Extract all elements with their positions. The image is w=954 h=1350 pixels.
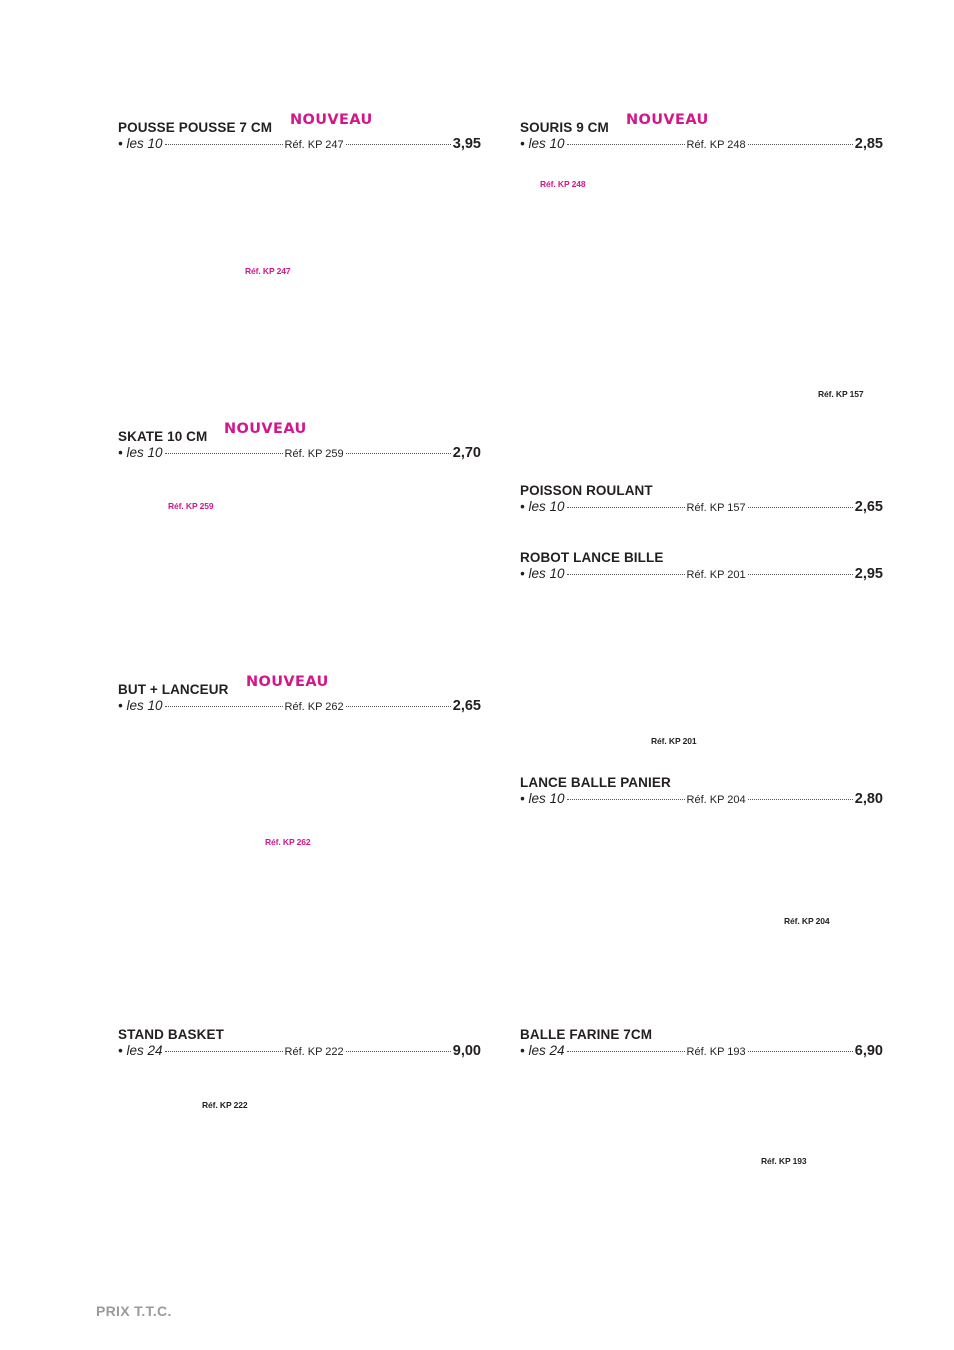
image-ref-kp193: Réf. KP 193 (761, 1156, 807, 1166)
product-pousse-pousse: POUSSE POUSSE 7 CM NOUVEAU • les 10 Réf.… (118, 112, 481, 153)
leader-dots (747, 799, 853, 800)
leader-dots (566, 1051, 685, 1052)
product-title: STAND BASKET (118, 1027, 224, 1042)
price-line: • les 10 Réf. KP 204 2,80 (520, 791, 883, 808)
quantity: • les 10 (118, 698, 163, 713)
leader-dots (164, 453, 283, 454)
price-line: • les 24 Réf. KP 222 9,00 (118, 1043, 481, 1060)
reference: Réf. KP 201 (686, 569, 746, 581)
product-title: SKATE 10 CM (118, 429, 208, 444)
reference: Réf. KP 222 (284, 1046, 344, 1058)
leader-dots (345, 706, 451, 707)
leader-dots (566, 799, 685, 800)
price: 2,95 (854, 566, 883, 582)
product-title: LANCE BALLE PANIER (520, 775, 671, 790)
price-line: • les 10 Réf. KP 248 2,85 (520, 136, 883, 153)
product-robot-lance-bille: ROBOT LANCE BILLE • les 10 Réf. KP 201 2… (520, 550, 883, 583)
quantity: • les 10 (118, 136, 163, 151)
image-ref-kp262: Réf. KP 262 (265, 837, 311, 847)
price: 2,85 (854, 136, 883, 152)
price-line: • les 10 Réf. KP 262 2,65 (118, 698, 481, 715)
product-title: SOURIS 9 CM (520, 120, 609, 135)
leader-dots (747, 507, 853, 508)
leader-dots (164, 144, 283, 145)
leader-dots (566, 144, 685, 145)
leader-dots (345, 144, 451, 145)
product-title: BUT + LANCEUR (118, 682, 229, 697)
leader-dots (164, 1051, 283, 1052)
product-poisson-roulant: POISSON ROULANT • les 10 Réf. KP 157 2,6… (520, 483, 883, 516)
footer-price-note: PRIX T.T.C. (96, 1303, 172, 1319)
product-lance-balle-panier: LANCE BALLE PANIER • les 10 Réf. KP 204 … (520, 775, 883, 808)
product-title: POISSON ROULANT (520, 483, 653, 498)
quantity: • les 24 (118, 1043, 163, 1058)
price-line: • les 10 Réf. KP 247 3,95 (118, 136, 481, 153)
price-line: • les 24 Réf. KP 193 6,90 (520, 1043, 883, 1060)
leader-dots (566, 574, 685, 575)
leader-dots (345, 453, 451, 454)
product-title: BALLE FARINE 7CM (520, 1027, 653, 1042)
image-ref-kp157: Réf. KP 157 (818, 389, 864, 399)
leader-dots (747, 574, 853, 575)
image-ref-kp247: Réf. KP 247 (245, 266, 291, 276)
price: 6,90 (854, 1043, 883, 1059)
new-badge: NOUVEAU (290, 112, 373, 128)
price: 9,00 (452, 1043, 481, 1059)
price: 2,70 (452, 445, 481, 461)
leader-dots (566, 507, 685, 508)
price: 3,95 (452, 136, 481, 152)
reference: Réf. KP 193 (686, 1046, 746, 1058)
reference: Réf. KP 247 (284, 139, 344, 151)
price: 2,65 (452, 698, 481, 714)
product-title: ROBOT LANCE BILLE (520, 550, 664, 565)
reference: Réf. KP 262 (284, 701, 344, 713)
new-badge: NOUVEAU (246, 674, 329, 690)
image-ref-kp222: Réf. KP 222 (202, 1100, 248, 1110)
new-badge: NOUVEAU (224, 421, 307, 437)
product-souris: SOURIS 9 CM NOUVEAU • les 10 Réf. KP 248… (520, 112, 883, 153)
quantity: • les 10 (520, 566, 565, 581)
quantity: • les 10 (520, 136, 565, 151)
price-line: • les 10 Réf. KP 157 2,65 (520, 499, 883, 516)
product-balle-farine: BALLE FARINE 7CM • les 24 Réf. KP 193 6,… (520, 1027, 883, 1060)
quantity: • les 10 (118, 445, 163, 460)
quantity: • les 10 (520, 791, 565, 806)
image-ref-kp201: Réf. KP 201 (651, 736, 697, 746)
reference: Réf. KP 248 (686, 139, 746, 151)
leader-dots (747, 144, 853, 145)
product-title: POUSSE POUSSE 7 CM (118, 120, 273, 135)
product-skate: SKATE 10 CM NOUVEAU • les 10 Réf. KP 259… (118, 421, 481, 462)
leader-dots (164, 706, 283, 707)
image-ref-kp259: Réf. KP 259 (168, 501, 214, 511)
reference: Réf. KP 157 (686, 502, 746, 514)
product-stand-basket: STAND BASKET • les 24 Réf. KP 222 9,00 (118, 1027, 481, 1060)
image-ref-kp248: Réf. KP 248 (540, 179, 586, 189)
reference: Réf. KP 259 (284, 448, 344, 460)
price-line: • les 10 Réf. KP 259 2,70 (118, 445, 481, 462)
leader-dots (345, 1051, 451, 1052)
new-badge: NOUVEAU (626, 112, 709, 128)
price: 2,80 (854, 791, 883, 807)
quantity: • les 10 (520, 499, 565, 514)
price-line: • les 10 Réf. KP 201 2,95 (520, 566, 883, 583)
quantity: • les 24 (520, 1043, 565, 1058)
image-ref-kp204: Réf. KP 204 (784, 916, 830, 926)
product-but-lanceur: BUT + LANCEUR NOUVEAU • les 10 Réf. KP 2… (118, 674, 481, 715)
leader-dots (747, 1051, 853, 1052)
reference: Réf. KP 204 (686, 794, 746, 806)
price: 2,65 (854, 499, 883, 515)
